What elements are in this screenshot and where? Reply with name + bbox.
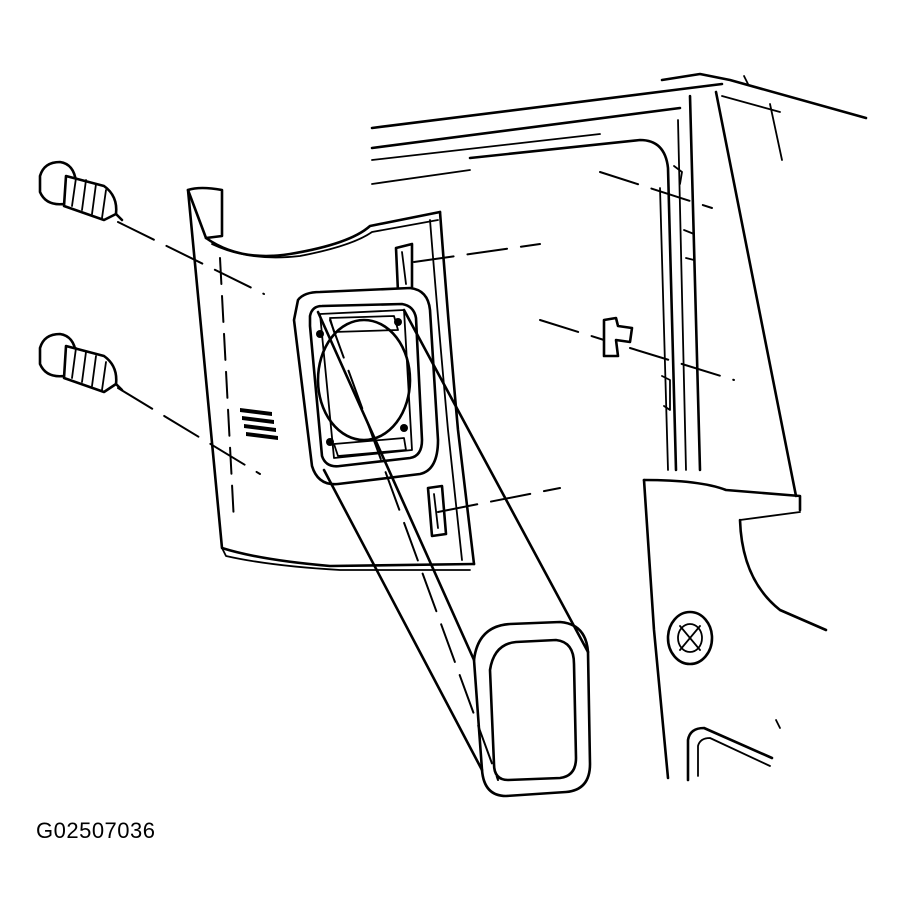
- trim-panel: [186, 186, 476, 571]
- vent-grille: [240, 408, 278, 440]
- screw-lower: [38, 332, 124, 394]
- figure-id-label: G02507036: [36, 818, 156, 843]
- explosion-lines: [117, 171, 735, 781]
- vehicle-body: [370, 72, 868, 782]
- lens-cover: [472, 620, 592, 798]
- screw-upper: [38, 160, 124, 222]
